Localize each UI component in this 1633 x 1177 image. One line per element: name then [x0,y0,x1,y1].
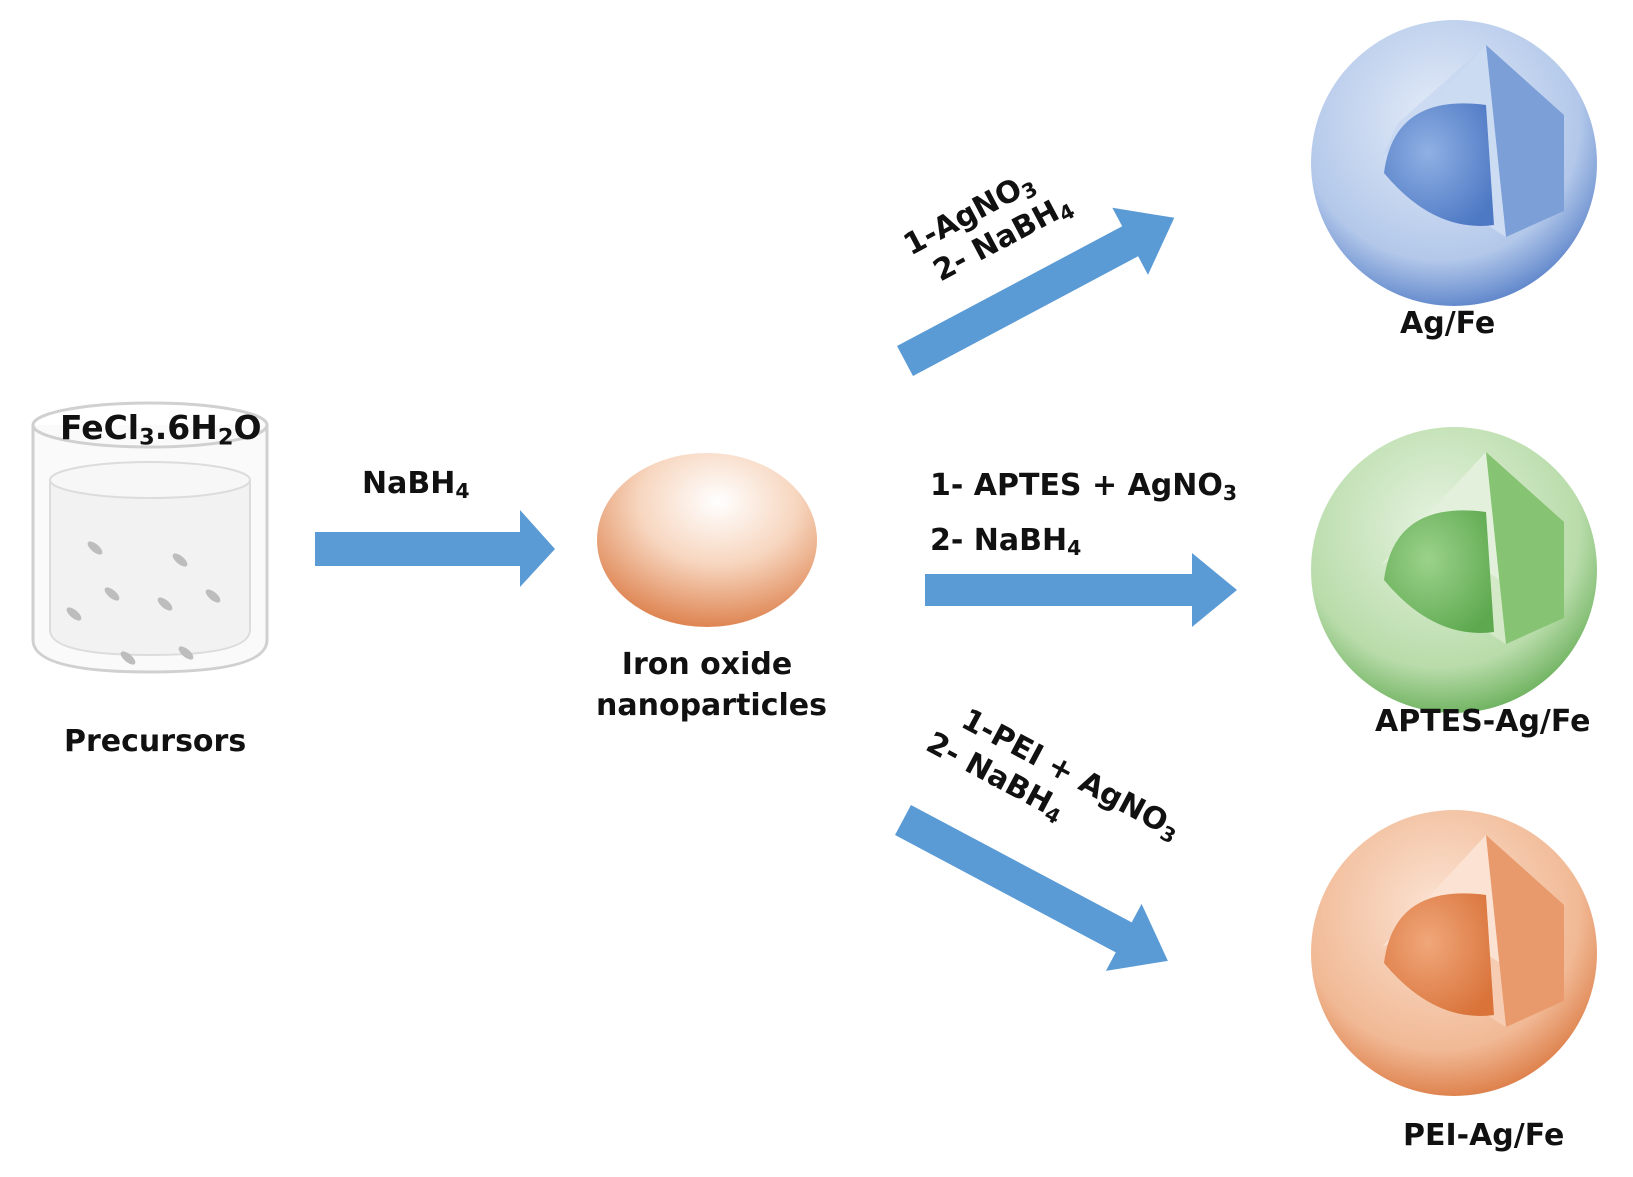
arrow-nabh4 [315,510,555,587]
precursor-particles [66,541,221,665]
arrow-route-top [897,207,1175,377]
iron-oxide-label-line2: nanoparticles [596,688,827,723]
route-mid-reagents: 1- APTES + AgNO3 2- NaBH4 [930,462,1237,572]
iron-oxide-label: Iron oxide nanoparticles [596,647,827,723]
reagent-nabh4: NaBH4 [362,466,470,504]
route-mid-line2: 2- NaBH4 [930,523,1082,561]
route-mid-line1: 1- APTES + AgNO3 [930,468,1238,506]
core-shell-sphere-icon-orange [1311,810,1597,1096]
core-shell-sphere-icon-blue [1311,20,1597,306]
beaker-icon [31,401,269,674]
product-ag-fe-label: Ag/Fe [1400,306,1496,341]
arrow-route-mid [925,553,1237,627]
iron-oxide-label-line1: Iron oxide [621,647,793,682]
core-shell-sphere-icon-green [1311,427,1597,713]
product-pei-ag-fe-label: PEI-Ag/Fe [1403,1118,1565,1153]
sphere-icon [597,453,817,627]
precursor-formula: FeCl3.6H2O [60,408,262,451]
product-aptes-ag-fe-label: APTES-Ag/Fe [1375,704,1591,739]
arrow-route-bottom [895,804,1168,971]
precursors-label: Precursors [64,724,247,759]
